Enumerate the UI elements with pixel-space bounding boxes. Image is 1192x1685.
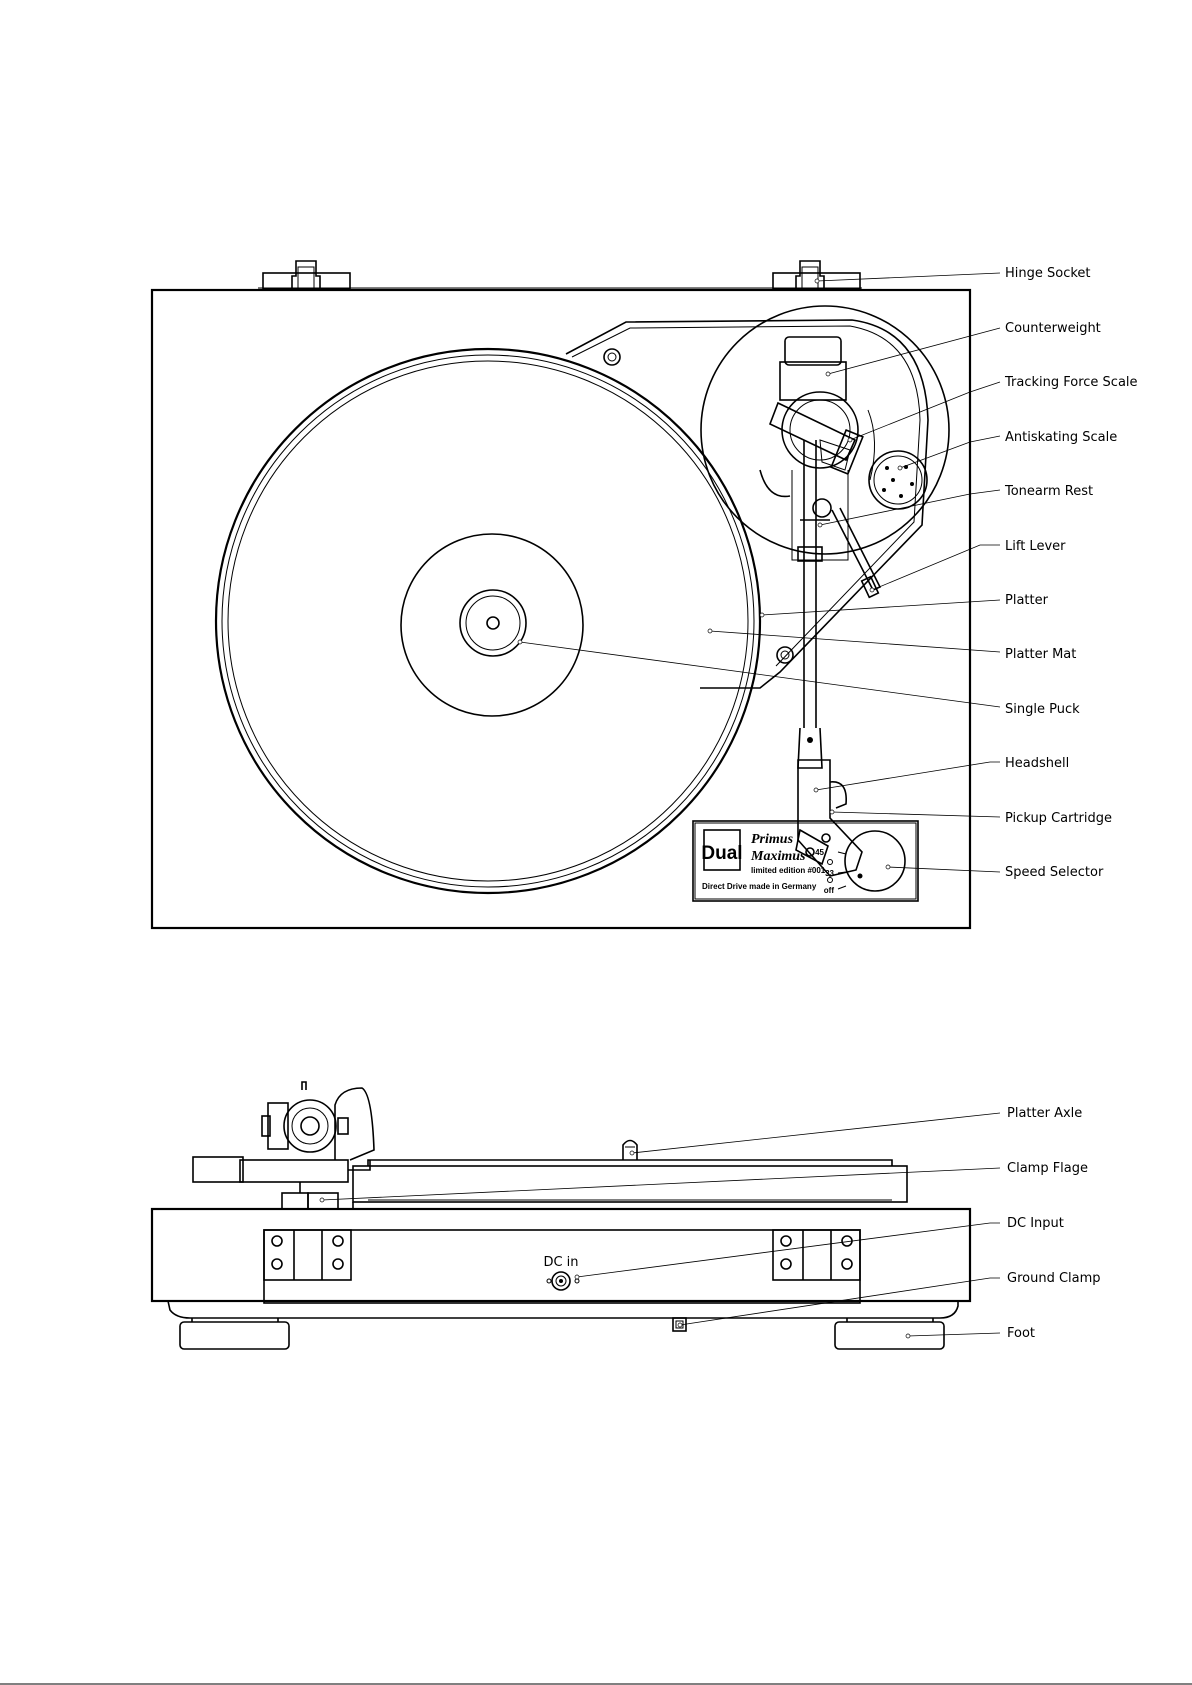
speed-33-label: 33: [825, 869, 834, 878]
label-clamp-flage: Clamp Flage: [1007, 1161, 1088, 1176]
bracket-left: [263, 1229, 352, 1281]
side-view: DC in Pla: [150, 1081, 1101, 1350]
foot-left: [179, 1318, 290, 1350]
brand-logo-text: Dual: [701, 843, 742, 864]
label-ground-clamp: Ground Clamp: [1007, 1271, 1101, 1286]
label-pickup-cartridge: Pickup Cartridge: [1005, 811, 1112, 826]
tonearm-bearing: [700, 305, 950, 561]
pickup-cartridge: [795, 828, 831, 866]
spindle: [486, 616, 500, 630]
counterweight: [779, 336, 847, 401]
plinth-top: [150, 288, 972, 930]
dc-input: DC in: [543, 1255, 580, 1291]
tonearm-base-plate: [565, 319, 929, 689]
speed-selector-knob[interactable]: [844, 830, 906, 892]
speed-off-label: off: [824, 886, 835, 895]
plinth-side: [150, 1207, 972, 1303]
model-line-2: Maximus: [750, 849, 806, 864]
label-platter-axle: Platter Axle: [1007, 1106, 1082, 1121]
platter-side: [352, 1159, 908, 1210]
base-lip: [167, 1300, 959, 1319]
label-tracking-force-scale: Tracking Force Scale: [1004, 375, 1138, 390]
leader-lines-top: [517, 272, 1001, 873]
edition-text: limited edition #001: [751, 866, 826, 875]
labels-top: Hinge Socket Counterweight Tracking Forc…: [1004, 266, 1138, 880]
platter: [214, 347, 762, 895]
hinge-socket-right: [772, 260, 861, 290]
tracking-force-scale: [768, 401, 864, 475]
label-foot: Foot: [1007, 1326, 1035, 1341]
model-line-1: Primus: [751, 832, 794, 847]
tagline-text: Direct Drive made in Germany: [702, 882, 817, 891]
label-hinge-socket: Hinge Socket: [1005, 266, 1091, 281]
headshell: [797, 759, 863, 877]
platter-axle: [622, 1139, 638, 1160]
label-lift-lever: Lift Lever: [1005, 539, 1066, 554]
clamp-flange: [281, 1182, 339, 1210]
top-view: Dual Primus Maximus limited edition #001…: [150, 260, 1138, 930]
bracket-right: [772, 1229, 861, 1281]
tonearm: [797, 440, 823, 769]
single-puck: [459, 589, 527, 657]
label-speed-selector: Speed Selector: [1005, 865, 1104, 880]
hinge-socket-left: [262, 260, 351, 290]
record-label-area: [400, 533, 584, 717]
label-counterweight: Counterweight: [1005, 321, 1101, 336]
labels-side: Platter Axle Clamp Flage DC Input Ground…: [1007, 1106, 1101, 1341]
foot-right: [834, 1318, 945, 1350]
tonearm-rest: [800, 498, 832, 521]
dc-in-label: DC in: [543, 1255, 578, 1270]
label-dc-input: DC Input: [1007, 1216, 1064, 1231]
tonearm-side: [192, 1081, 375, 1183]
label-antiskating-scale: Antiskating Scale: [1005, 430, 1117, 445]
dual-logo: [703, 829, 741, 871]
counterweight-side: [283, 1099, 337, 1153]
antiskating-scale: [868, 450, 928, 510]
nameplate-panel: Dual Primus Maximus limited edition #001…: [692, 820, 919, 902]
label-platter: Platter: [1005, 593, 1049, 608]
leader-lines-side: [319, 1112, 1001, 1339]
label-tonearm-rest: Tonearm Rest: [1004, 484, 1093, 499]
label-single-puck: Single Puck: [1005, 702, 1080, 717]
label-headshell: Headshell: [1005, 756, 1069, 771]
label-platter-mat: Platter Mat: [1005, 647, 1076, 662]
speed-45-label: 45: [815, 848, 824, 857]
